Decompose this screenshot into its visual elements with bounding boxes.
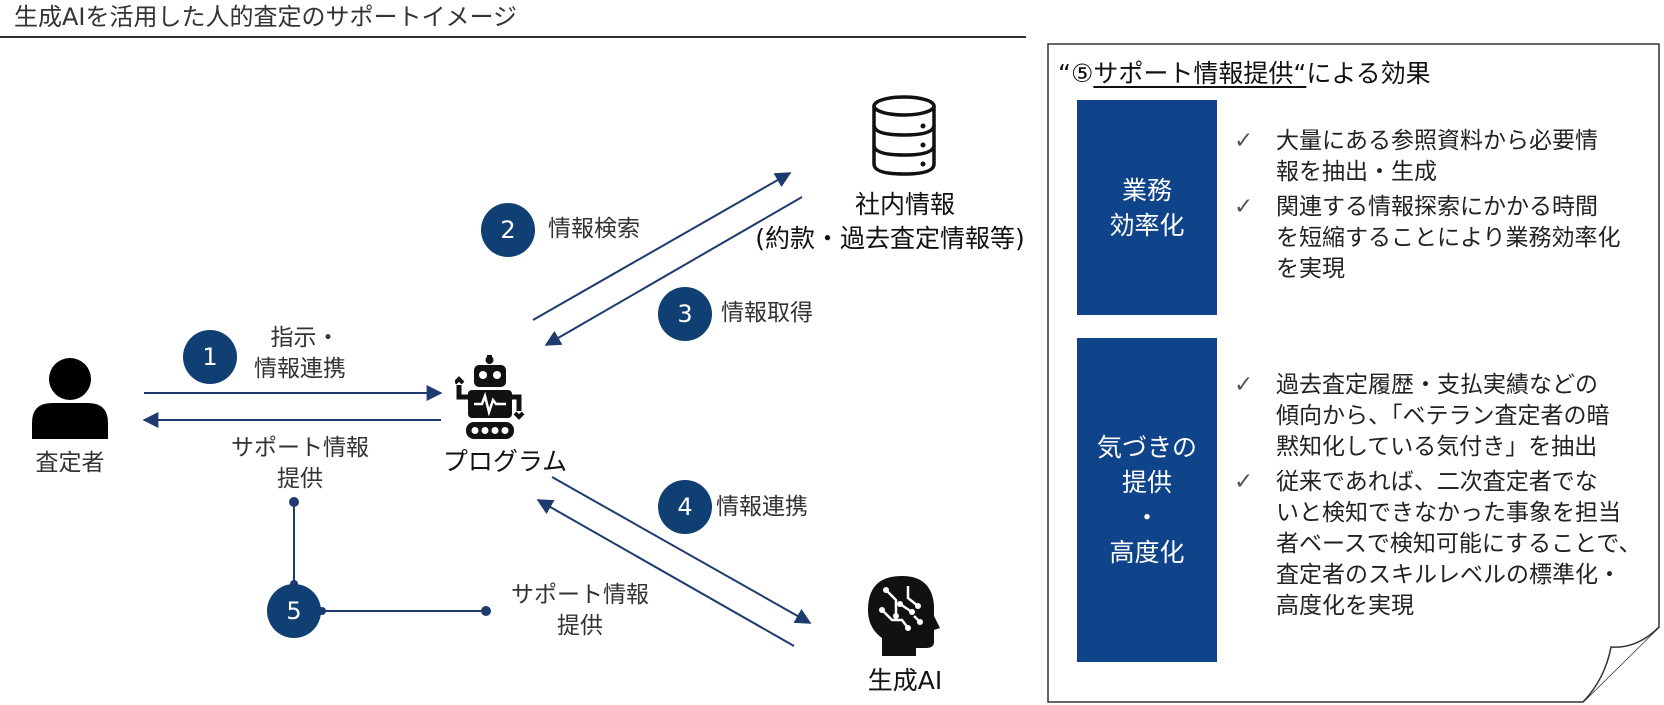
arrow-link-ai (551, 476, 812, 624)
support-info-label-lower-line1: サポート情報 (511, 582, 649, 608)
bullet-line: 報を抽出・生成 (1276, 159, 1437, 185)
program-label: プログラム (442, 447, 568, 476)
step-3-label: 情報取得 (721, 300, 813, 326)
database-icon (872, 95, 936, 176)
effect-box-insight-line4: 高度化 (1109, 538, 1185, 567)
support-info-label-line2: 提供 (277, 466, 323, 492)
title-divider (0, 36, 1026, 38)
step-4-label: 情報連携 (716, 494, 808, 520)
effect-bullet: ✓ 過去査定履歴・支払実績などの 傾向から、「ベテラン査定者の暗 黙知化している… (1234, 370, 1654, 463)
robot-icon (455, 355, 525, 439)
bullet-line: 過去査定履歴・支払実績などの (1276, 372, 1598, 398)
assessor-label: 査定者 (35, 450, 105, 476)
support-info-label-lower-line2: 提供 (557, 613, 603, 639)
step-2-badge: 2 (481, 203, 535, 257)
step-1-badge: 1 (183, 330, 237, 384)
effect-bullet: ✓ 大量にある参照資料から必要情 報を抽出・生成 (1234, 126, 1654, 188)
effect-box-insight: 気づきの 提供 ・ 高度化 (1077, 338, 1217, 662)
effects-heading-prefix: “⑤ (1058, 59, 1094, 88)
step-5-badge: 5 (267, 584, 321, 638)
support-info-label-line1: サポート情報 (231, 435, 369, 461)
bullet-line: いと検知できなかった事象を担当 (1276, 500, 1621, 526)
check-icon: ✓ (1234, 128, 1254, 154)
effect-bullet: ✓ 関連する情報探索にかかる時間 を短縮することにより業務効率化 を実現 (1234, 192, 1654, 285)
effects-heading-underlined: サポート情報提供“ (1093, 59, 1307, 88)
effect-bullet: ✓ 従来であれば、二次査定者でな いと検知できなかった事象を担当 者ベースで検知… (1234, 467, 1654, 622)
bullet-line: 査定者のスキルレベルの標準化・ (1276, 562, 1621, 588)
check-icon: ✓ (1234, 372, 1254, 398)
effect-box-efficiency: 業務 効率化 (1077, 100, 1217, 315)
bullet-line: 者ベースで検知可能にすることで、 (1276, 531, 1642, 557)
bullet-line: 傾向から、「ベテラン査定者の暗 (1276, 403, 1610, 429)
step-1-label-line1: 指示・ (270, 325, 340, 351)
arrow-retrieve (544, 196, 803, 346)
arrow-search (532, 172, 792, 321)
effect-box-insight-line1: 気づきの (1096, 433, 1197, 462)
step-2-label: 情報検索 (548, 216, 640, 242)
bullet-line: 高度化を実現 (1276, 593, 1414, 619)
effects-heading: “⑤サポート情報提供“による効果 (1058, 56, 1431, 92)
step-1-label-line2: 情報連携 (254, 356, 346, 382)
effect-box-efficiency-line2: 効率化 (1109, 210, 1185, 240)
bullet-line: を実現 (1276, 256, 1345, 282)
bullet-line: 黙知化している気付き」を抽出 (1276, 434, 1598, 460)
bullet-line: 関連する情報探索にかかる時間 (1276, 194, 1598, 220)
check-icon: ✓ (1234, 194, 1254, 220)
step-3-badge: 3 (658, 287, 712, 341)
effect-box-insight-line2: 提供 (1121, 468, 1172, 497)
effect-box-efficiency-line1: 業務 (1121, 175, 1172, 205)
arrow-ai-return (536, 499, 795, 647)
page-title: 生成AIを活用した人的査定のサポートイメージ (14, 3, 518, 31)
person-icon (32, 358, 108, 439)
bullet-line: 従来であれば、二次査定者でな (1276, 469, 1598, 495)
internal-info-detail: (約款・過去査定情報等) (755, 224, 1025, 253)
connector-dot-right (481, 606, 491, 616)
effect-list-efficiency: ✓ 大量にある参照資料から必要情 報を抽出・生成 ✓ 関連する情報探索にかかる時… (1234, 126, 1654, 289)
connector-dot-top (289, 497, 299, 507)
check-icon: ✓ (1234, 469, 1254, 495)
ai-brain-icon (868, 576, 940, 656)
effects-heading-suffix: による効果 (1306, 59, 1431, 88)
internal-info-label: 社内情報 (854, 190, 955, 219)
bullet-line: を短縮することにより業務効率化 (1276, 225, 1621, 251)
step-4-badge: 4 (658, 480, 712, 534)
gen-ai-label: 生成AI (867, 666, 943, 695)
effect-box-insight-line3: ・ (1134, 503, 1160, 532)
effect-list-insight: ✓ 過去査定履歴・支払実績などの 傾向から、「ベテラン査定者の暗 黙知化している… (1234, 370, 1654, 626)
bullet-line: 大量にある参照資料から必要情 (1276, 128, 1598, 154)
